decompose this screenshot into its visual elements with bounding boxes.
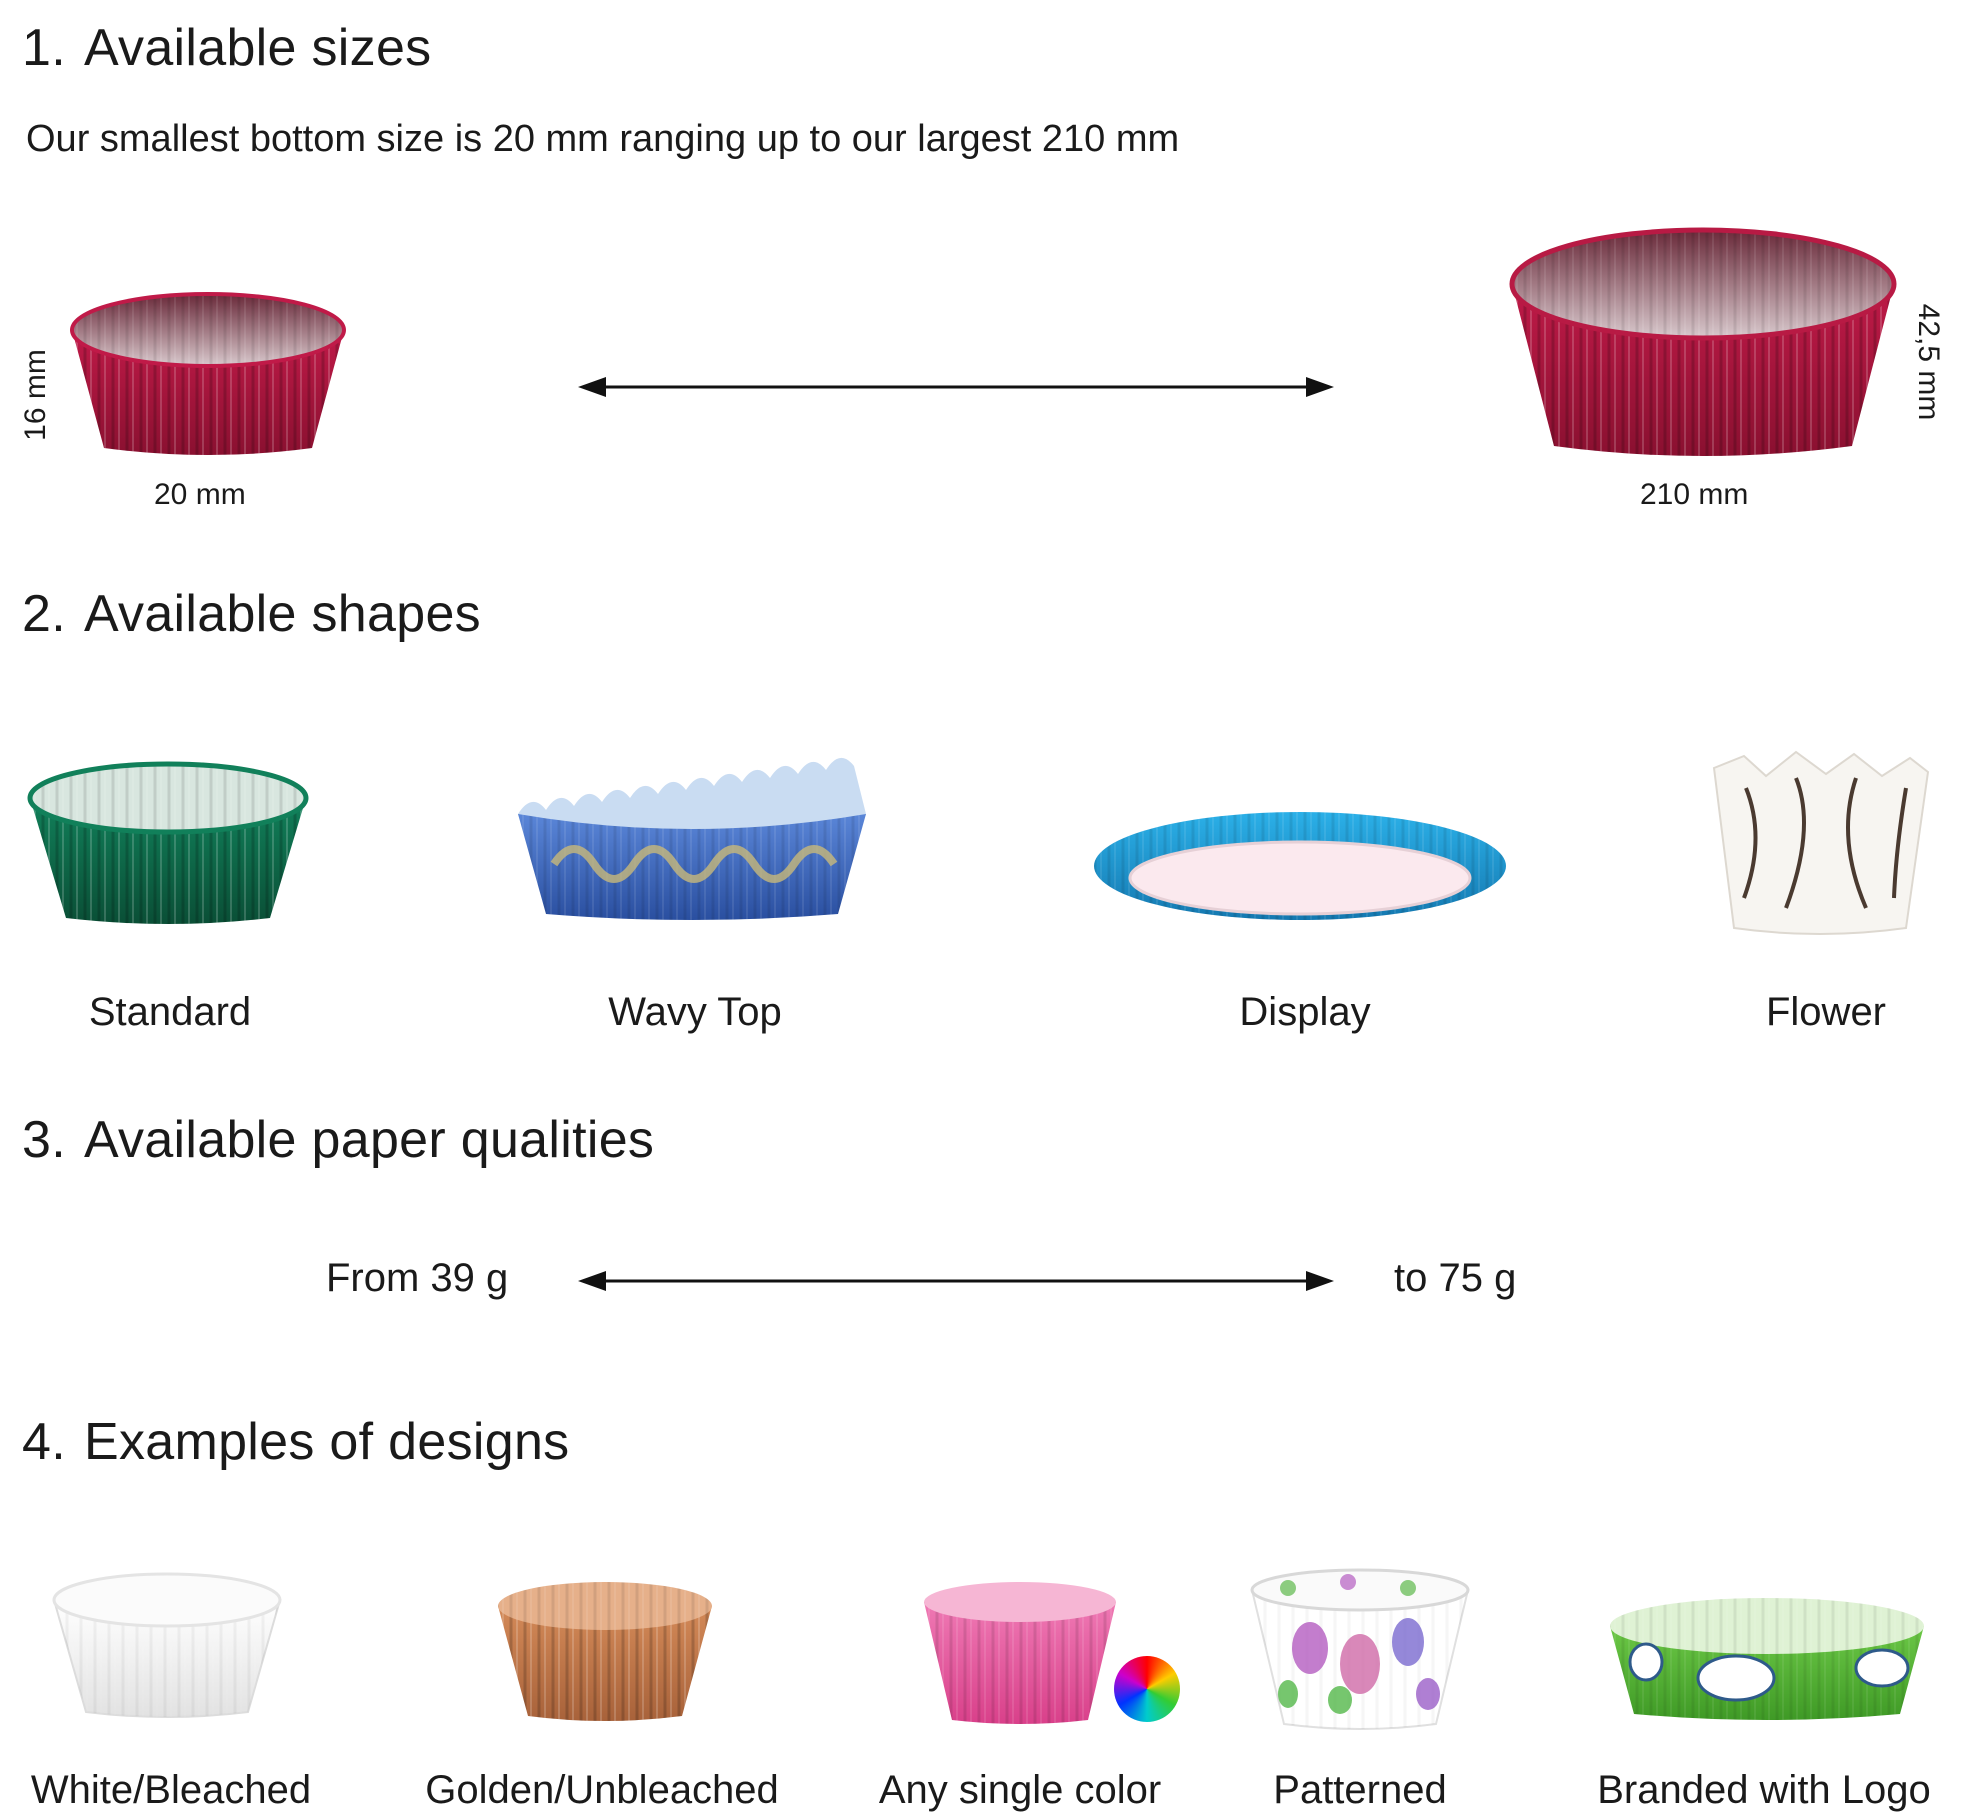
small-cup-width-label: 20 mm — [154, 478, 246, 511]
shape-label-flower: Flower — [1765, 990, 1887, 1034]
paper-weight-to-label: to 75 g — [1394, 1256, 1517, 1300]
section-number: 3. — [22, 1111, 66, 1169]
large-cup-width-label: 210 mm — [1640, 478, 1749, 511]
design-label-golden-unbleached: Golden/Unbleached — [425, 1768, 779, 1812]
section-number: 4. — [22, 1413, 66, 1471]
paper-weight-from-label: From 39 g — [326, 1256, 509, 1300]
section-3-heading: 3. Available paper qualities — [22, 1114, 654, 1166]
small-cup-height-label: 16 mm — [19, 349, 52, 441]
section-title: Examples of designs — [83, 1413, 570, 1471]
large-cup-height-label: 42,5 mm — [1912, 303, 1945, 421]
section-title: Available shapes — [83, 585, 481, 643]
single-color-cup-image — [920, 1576, 1120, 1728]
wavy-top-shape-image — [514, 757, 870, 924]
shape-label-standard: Standard — [88, 990, 252, 1034]
white-bleached-cup-image — [50, 1570, 284, 1720]
standard-shape-image — [26, 758, 310, 928]
design-label-branded-with-logo: Branded with Logo — [1597, 1768, 1931, 1812]
design-label-any-single-color: Any single color — [878, 1768, 1162, 1812]
section-title: Available sizes — [83, 19, 432, 77]
sizes-intro-text: Our smallest bottom size is 20 mm rangin… — [26, 118, 1180, 160]
shape-label-wavy-top: Wavy Top — [608, 990, 782, 1034]
flower-shape-image — [1706, 748, 1934, 936]
branded-logo-cup-image — [1606, 1592, 1928, 1724]
golden-unbleached-cup-image — [494, 1576, 716, 1724]
large-red-baking-cup-image — [1508, 224, 1898, 466]
section-number: 1. — [22, 19, 66, 77]
section-number: 2. — [22, 585, 66, 643]
patterned-cup-image — [1248, 1564, 1472, 1732]
design-label-patterned: Patterned — [1273, 1768, 1447, 1812]
section-2-heading: 2. Available shapes — [22, 588, 481, 640]
color-wheel-icon — [1114, 1656, 1180, 1722]
shape-label-display: Display — [1239, 990, 1371, 1034]
paper-weight-range-arrow — [578, 1266, 1334, 1296]
design-label-white-bleached: White/Bleached — [30, 1768, 312, 1812]
section-1-heading: 1. Available sizes — [22, 22, 431, 74]
small-red-baking-cup-image — [68, 290, 348, 460]
section-title: Available paper qualities — [83, 1111, 655, 1169]
display-shape-image — [1092, 796, 1508, 926]
size-range-arrow — [578, 372, 1334, 402]
section-4-heading: 4. Examples of designs — [22, 1416, 569, 1468]
